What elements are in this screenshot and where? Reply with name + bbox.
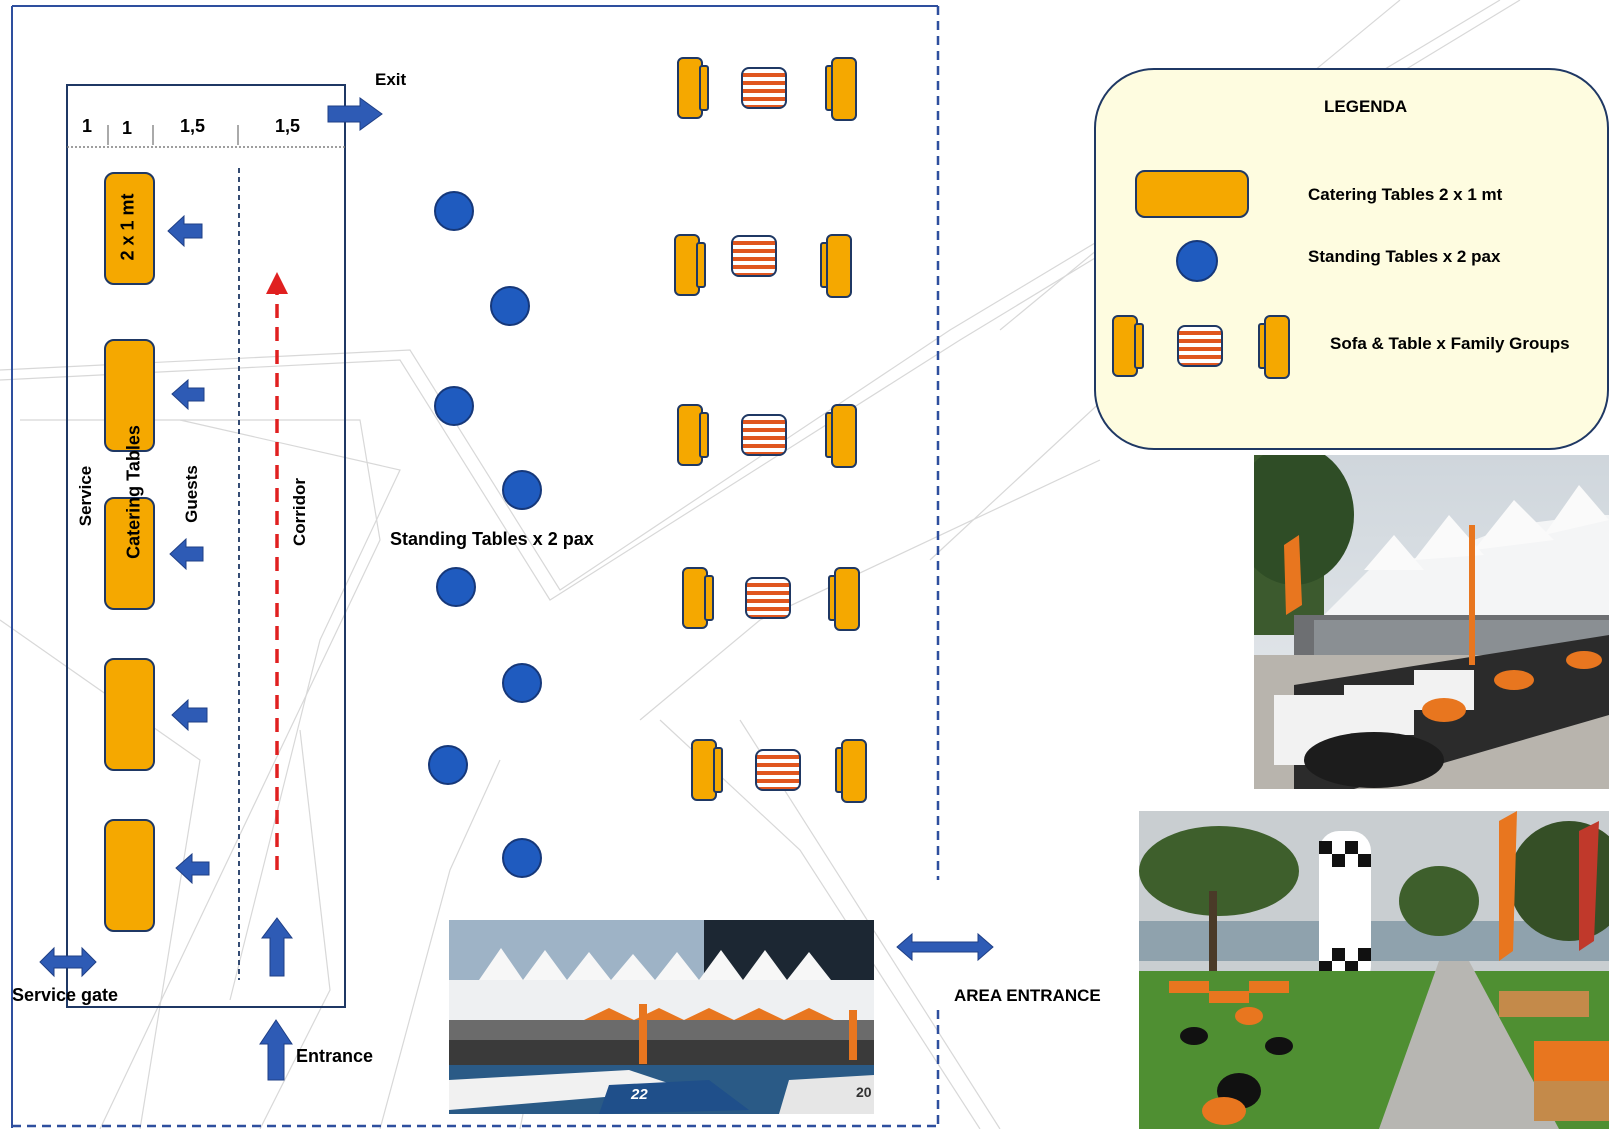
sofa-group-2 xyxy=(674,234,852,298)
family-table xyxy=(755,749,801,791)
family-table xyxy=(745,577,791,619)
sofa-group-4 xyxy=(682,567,860,631)
exit-arrow-icon xyxy=(327,97,383,131)
standing-table xyxy=(490,286,530,326)
photo-lawn-lounge xyxy=(1139,811,1609,1129)
standing-table xyxy=(502,470,542,510)
dimension-1b: 1 xyxy=(122,118,133,138)
legend-standing-label: Standing Tables x 2 pax xyxy=(1308,247,1501,266)
family-table xyxy=(741,67,787,109)
legend-sofa-label: Sofa & Table x Family Groups xyxy=(1330,334,1570,353)
sofa-group-3 xyxy=(677,404,857,468)
photo-tent-terrace xyxy=(1254,455,1609,789)
service-gate-arrow-icon xyxy=(39,946,97,978)
legend-family-table-icon xyxy=(1177,325,1223,367)
catering-table-5 xyxy=(104,819,155,932)
legend-catering-icon xyxy=(1135,170,1249,218)
dimension-1-5a: 1,5 xyxy=(180,116,206,136)
legend-standing-icon xyxy=(1176,240,1218,282)
catering-table-4 xyxy=(104,658,155,771)
area-entrance-label: AREA ENTRANCE xyxy=(954,986,1101,1005)
area-entrance-arrow-icon xyxy=(896,932,994,962)
catering-table-3 xyxy=(104,497,155,610)
standing-table xyxy=(502,838,542,878)
boat-number: 22 xyxy=(631,1086,648,1103)
standing-table xyxy=(428,745,468,785)
legend-catering-label: Catering Tables 2 x 1 mt xyxy=(1308,185,1503,204)
photo-race-tents: 22 20 xyxy=(449,920,874,1114)
legend-sofa-icon xyxy=(1112,315,1290,379)
standing-table xyxy=(434,386,474,426)
sofa-group-5 xyxy=(691,739,867,803)
corridor-arrowhead xyxy=(266,272,288,294)
catering-table-1 xyxy=(104,172,155,285)
entrance-label: Entrance xyxy=(296,1046,374,1066)
legend: LEGENDA Catering Tables 2 x 1 mt Standin… xyxy=(1094,68,1609,450)
sofa-group-1 xyxy=(677,57,857,121)
boat-number-2: 20 xyxy=(856,1084,872,1100)
standing-table xyxy=(434,191,474,231)
entrance-up-arrow-icon xyxy=(259,1019,293,1081)
dimension-1a: 1 xyxy=(82,116,93,136)
dimension-1-5b: 1,5 xyxy=(275,116,301,136)
exit-label: Exit xyxy=(375,70,407,89)
standing-tables-label: Standing Tables x 2 pax xyxy=(390,529,594,549)
service-gate-label: Service gate xyxy=(12,985,119,1005)
standing-table xyxy=(502,663,542,703)
family-table xyxy=(731,235,777,277)
family-table xyxy=(741,414,787,456)
inner-up-arrow-icon xyxy=(261,917,293,977)
legend-title: LEGENDA xyxy=(1324,97,1408,116)
catering-table-2 xyxy=(104,339,155,452)
standing-table xyxy=(436,567,476,607)
